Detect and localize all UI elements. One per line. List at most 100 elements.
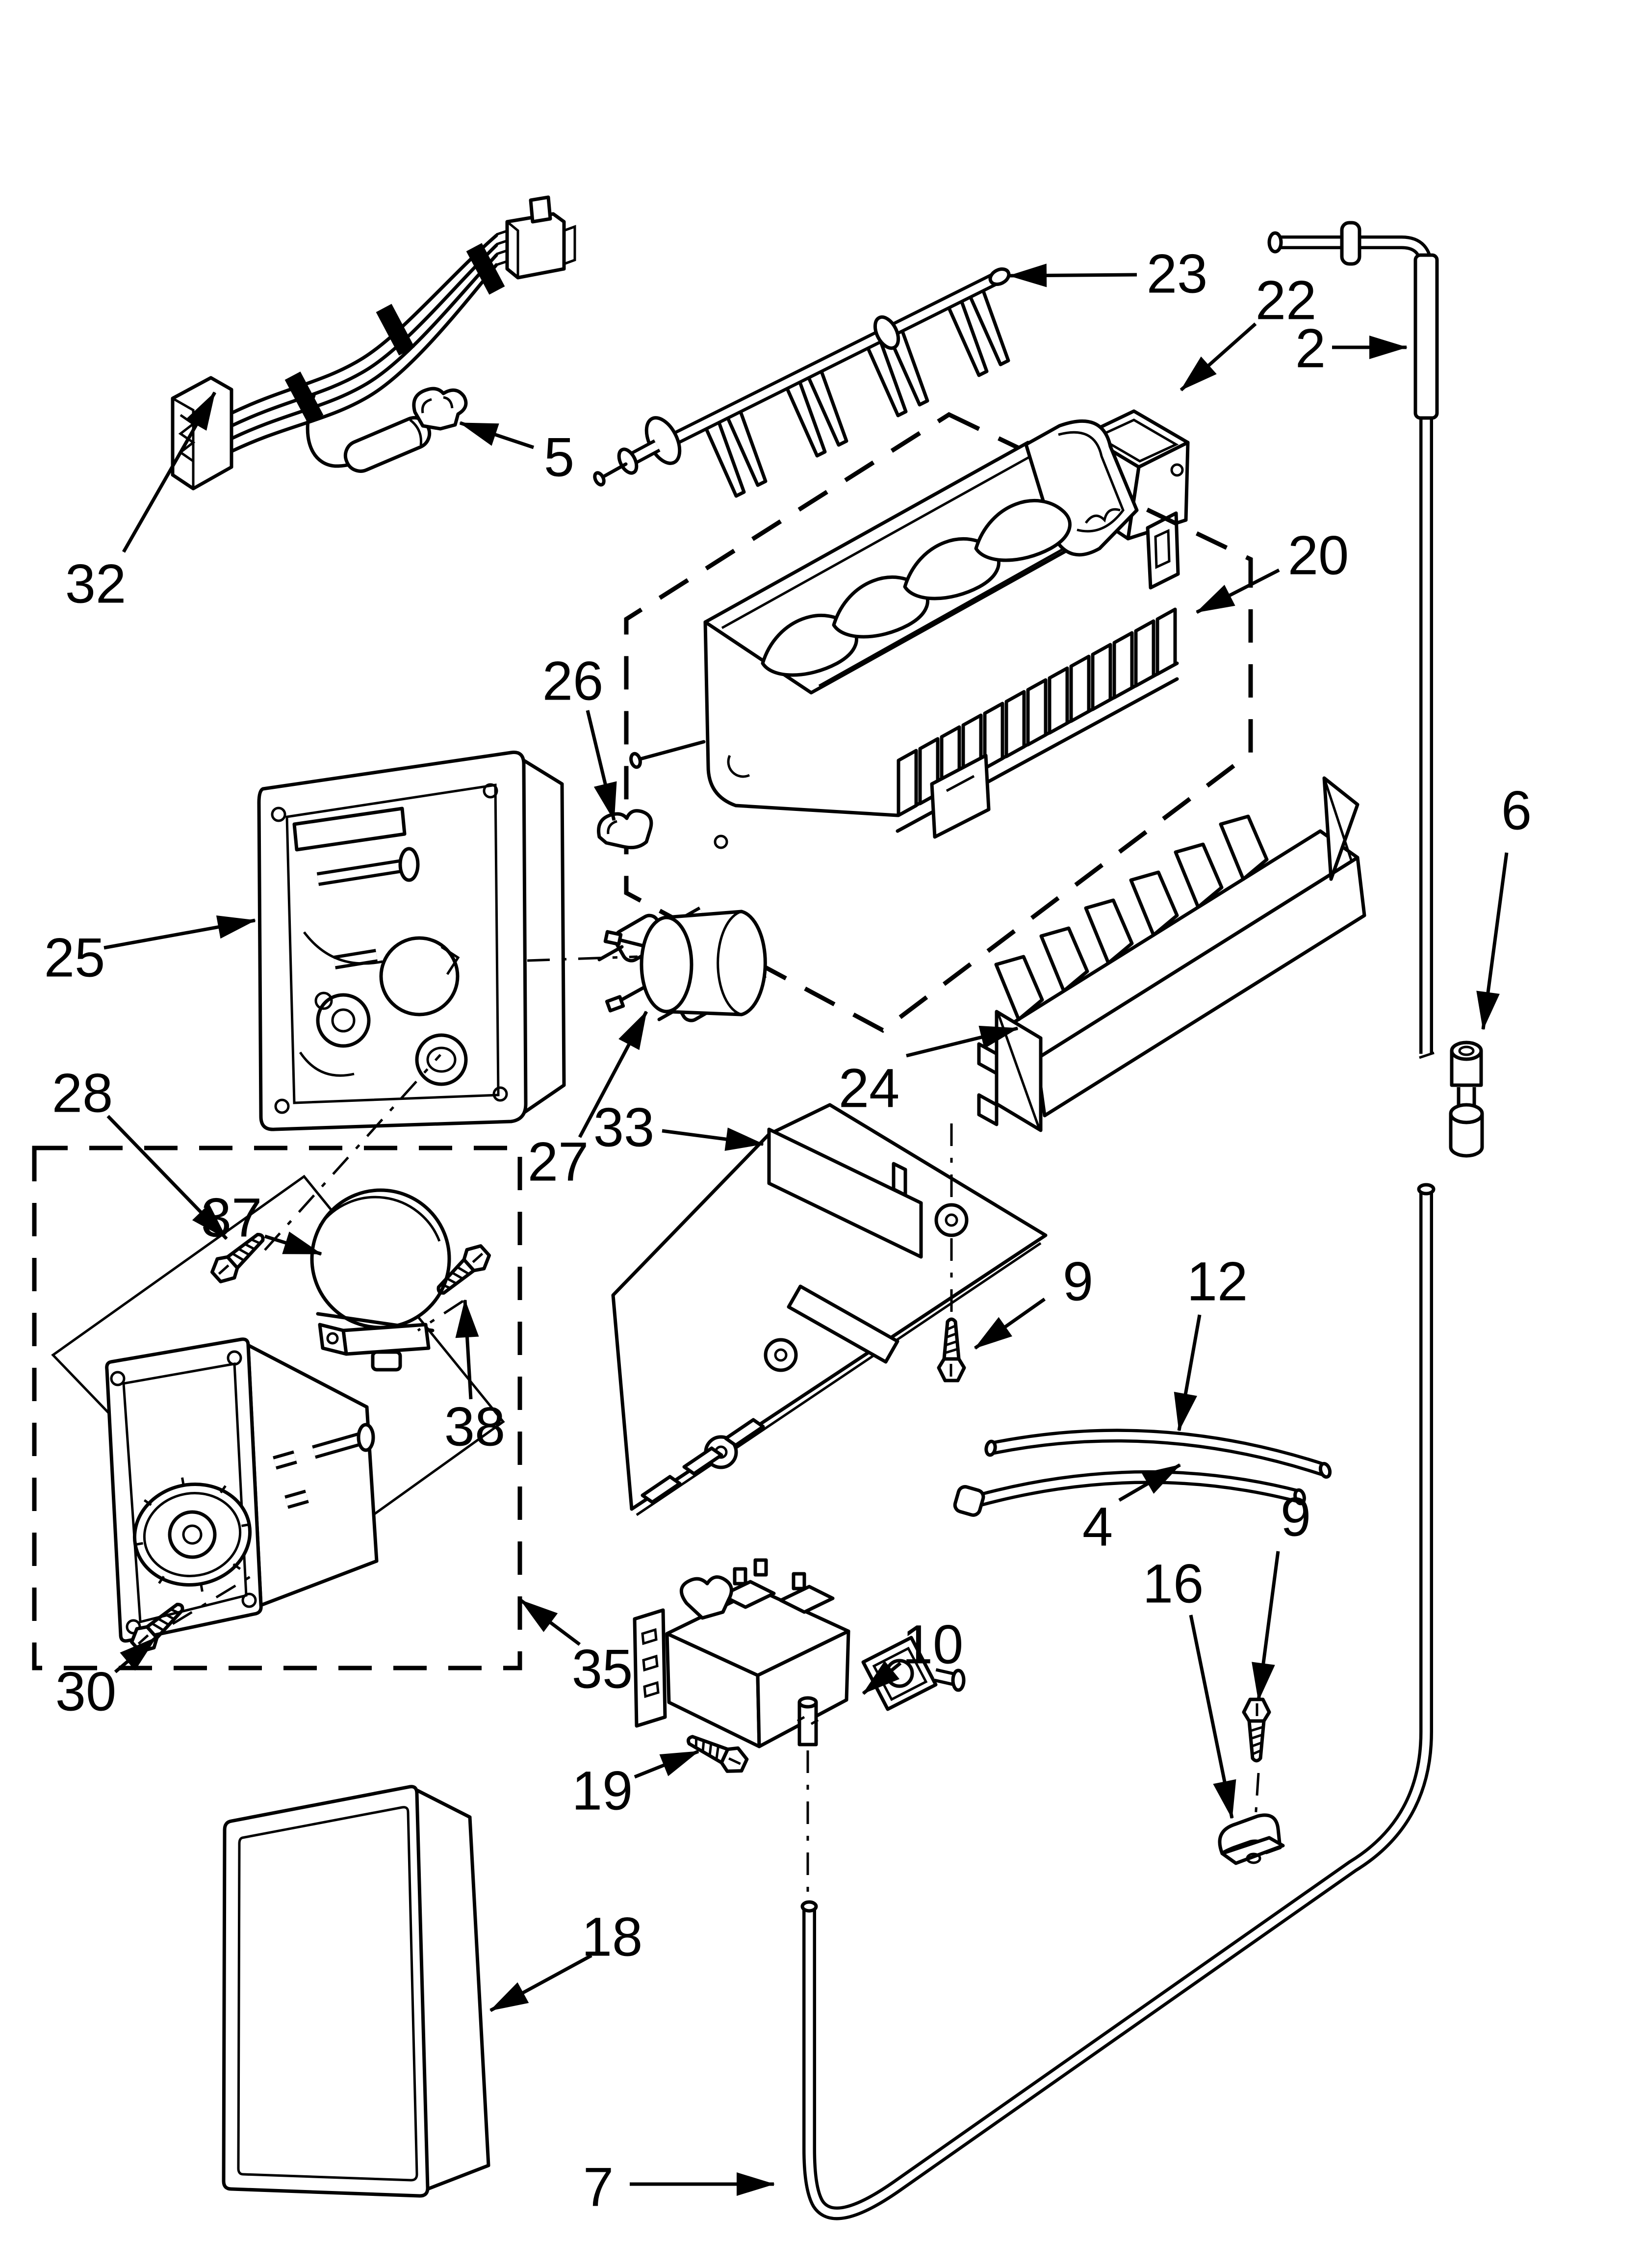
callout-19: 19 bbox=[572, 1749, 699, 1822]
callout-32: 32 bbox=[65, 391, 217, 615]
callout-arrow-24 bbox=[906, 1025, 1019, 1058]
callout-arrow-38 bbox=[455, 1299, 479, 1400]
callout-label-6: 6 bbox=[1501, 780, 1532, 841]
callout-10: 10 bbox=[862, 1614, 964, 1695]
callout-26: 26 bbox=[542, 651, 617, 821]
callout-arrow-22 bbox=[1180, 322, 1257, 391]
part-2-fill-tube-upper bbox=[1267, 221, 1439, 1059]
part-23-ejector-arm bbox=[593, 267, 1011, 498]
part-25-module-housing bbox=[257, 751, 566, 1131]
callout-arrow-26 bbox=[586, 710, 617, 821]
part-27-motor bbox=[527, 910, 767, 1017]
callout-label-7: 7 bbox=[583, 2157, 614, 2218]
callout-arrow-9b bbox=[1252, 1551, 1280, 1701]
callout-37: 37 bbox=[201, 1187, 322, 1256]
callout-label-18: 18 bbox=[582, 1906, 643, 1968]
callout-9b: 9 bbox=[1252, 1486, 1311, 1701]
callout-arrow-20 bbox=[1196, 568, 1280, 614]
callout-label-28: 28 bbox=[52, 1063, 113, 1124]
part-4-tube bbox=[953, 1470, 1306, 1517]
callout-33: 33 bbox=[593, 1097, 764, 1158]
callout-arrow-9a bbox=[974, 1298, 1046, 1350]
part-5-clip bbox=[412, 387, 468, 431]
callout-16: 16 bbox=[1143, 1553, 1236, 1819]
callout-label-33: 33 bbox=[593, 1097, 655, 1158]
part-20-ice-mold bbox=[597, 419, 1179, 1022]
callout-27: 27 bbox=[528, 1011, 648, 1193]
callout-arrow-25 bbox=[103, 915, 256, 950]
callout-label-25: 25 bbox=[44, 927, 105, 989]
callout-label-4: 4 bbox=[1082, 1496, 1113, 1558]
callout-28: 28 bbox=[52, 1063, 228, 1240]
part-20-boundary bbox=[624, 412, 1253, 1033]
callout-6: 6 bbox=[1476, 780, 1532, 1030]
part-37-gear-motor bbox=[310, 1188, 451, 1372]
callout-arrow-30 bbox=[114, 1636, 157, 1673]
part-16-clamp bbox=[1218, 1813, 1285, 1865]
callout-arrow-23 bbox=[1008, 263, 1137, 287]
callout-label-38: 38 bbox=[444, 1396, 506, 1458]
part-6-coupler bbox=[1449, 1041, 1484, 1158]
callout-arrow-28 bbox=[106, 1115, 228, 1240]
callout-label-5: 5 bbox=[544, 427, 574, 488]
callout-22: 22 bbox=[1180, 270, 1317, 391]
callout-38: 38 bbox=[444, 1299, 506, 1458]
callout-arrow-6 bbox=[1476, 852, 1509, 1030]
callout-arrow-12 bbox=[1174, 1314, 1202, 1432]
callout-arrow-19 bbox=[634, 1749, 699, 1779]
callout-label-26: 26 bbox=[542, 651, 604, 712]
part-35-gear-plate bbox=[105, 1337, 379, 1643]
callout-label-12: 12 bbox=[1187, 1251, 1248, 1312]
callout-label-30: 30 bbox=[55, 1661, 117, 1722]
callout-label-27: 27 bbox=[528, 1131, 589, 1193]
part-30-screw bbox=[128, 1572, 256, 1656]
callout-23: 23 bbox=[1008, 243, 1208, 305]
callout-label-2: 2 bbox=[1295, 318, 1326, 379]
callout-arrow-10 bbox=[862, 1661, 902, 1695]
callout-24: 24 bbox=[839, 1025, 1019, 1119]
part-28-screw bbox=[208, 1054, 441, 1286]
part-9b-screw bbox=[1244, 1699, 1269, 1833]
callout-7: 7 bbox=[583, 2157, 775, 2218]
callout-arrow-37 bbox=[264, 1231, 322, 1256]
callout-label-9b: 9 bbox=[1281, 1486, 1311, 1548]
callout-label-10: 10 bbox=[902, 1614, 964, 1675]
callout-arrow-4 bbox=[1118, 1463, 1181, 1502]
callout-label-9a: 9 bbox=[1063, 1251, 1093, 1312]
callout-label-20: 20 bbox=[1288, 525, 1349, 586]
callout-label-32: 32 bbox=[65, 553, 127, 615]
callout-4: 4 bbox=[1082, 1463, 1181, 1558]
callout-label-37: 37 bbox=[201, 1187, 262, 1249]
part-18-cover bbox=[222, 1785, 490, 2198]
callout-12: 12 bbox=[1174, 1251, 1248, 1432]
callout-arrow-27 bbox=[578, 1011, 648, 1138]
part-32-wire-harness bbox=[171, 195, 576, 491]
callout-9a: 9 bbox=[974, 1251, 1093, 1350]
callout-label-35: 35 bbox=[572, 1639, 633, 1700]
callout-20: 20 bbox=[1196, 525, 1349, 614]
callout-30: 30 bbox=[55, 1636, 157, 1722]
part-10-water-valve bbox=[633, 1558, 966, 1892]
callout-25: 25 bbox=[44, 915, 256, 989]
part-24-stripper bbox=[977, 776, 1366, 1132]
callout-35: 35 bbox=[519, 1599, 633, 1700]
callout-label-23: 23 bbox=[1147, 243, 1208, 305]
callout-label-22: 22 bbox=[1256, 270, 1317, 331]
callout-label-19: 19 bbox=[572, 1760, 633, 1822]
callout-2: 2 bbox=[1295, 318, 1408, 379]
callout-arrow-33 bbox=[662, 1127, 764, 1151]
part-7-fill-tube-lower bbox=[800, 1183, 1436, 2220]
callout-18: 18 bbox=[489, 1906, 643, 2012]
part-9a-screw bbox=[939, 1319, 964, 1381]
callout-arrow-35 bbox=[519, 1599, 581, 1646]
callout-arrow-32 bbox=[122, 391, 217, 553]
part-12-tube bbox=[984, 1429, 1332, 1479]
callout-arrow-18 bbox=[489, 1954, 592, 2012]
callout-label-16: 16 bbox=[1143, 1553, 1204, 1615]
part-26-clip bbox=[597, 809, 653, 850]
callout-5: 5 bbox=[459, 421, 574, 488]
callout-arrow-16 bbox=[1189, 1615, 1236, 1819]
